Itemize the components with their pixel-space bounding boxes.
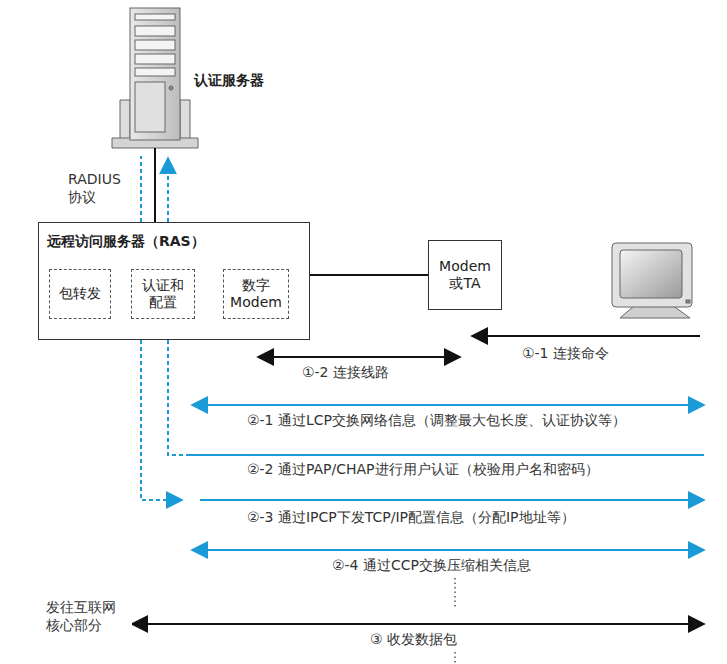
flow-label: ②-4 通过CCP交换压缩相关信息 [330, 556, 533, 574]
node-text: 包转发 [59, 285, 101, 303]
edge-label: RADIUS 协议 [66, 170, 130, 206]
flow-label: ①-2 连接线路 [300, 363, 391, 381]
flow-label: ①-1 连接命令 [520, 344, 611, 362]
flow-label: ②-1 通过LCP交换网络信息（调整最大包长度、认证协议等） [245, 411, 628, 429]
function-box: 数字 Modem [223, 269, 289, 319]
server-node: 认证服务器 [120, 8, 190, 148]
server-illustration [112, 8, 198, 148]
node-text: 认证和 配置 [135, 277, 191, 312]
node-text: 认证服务器 [194, 72, 264, 90]
node-text: Modem 或TA [432, 258, 498, 293]
node-text: 远程访问服务器（RAS） [47, 233, 301, 251]
computer-illustration [612, 243, 692, 318]
modem-box: Modem 或TA [428, 240, 502, 310]
message-arrows [132, 336, 704, 664]
node-text: 数字 Modem [227, 277, 285, 312]
flow-label: 发往互联网 核心部分 [44, 598, 132, 634]
flow-label: ③ 收发数据包 [368, 630, 459, 648]
flow-label: ②-2 通过PAP/CHAP进行用户认证（校验用户名和密码） [245, 460, 601, 478]
flow-label: ②-3 通过IPCP下发TCP/IP配置信息（分配IP地址等） [245, 508, 577, 526]
connector [154, 148, 156, 222]
function-box: 包转发 [49, 269, 111, 319]
function-box: 认证和 配置 [131, 269, 195, 319]
ras-box: 远程访问服务器（RAS） 包转发 认证和 配置 数字 Modem [38, 222, 310, 340]
connector [310, 274, 428, 276]
